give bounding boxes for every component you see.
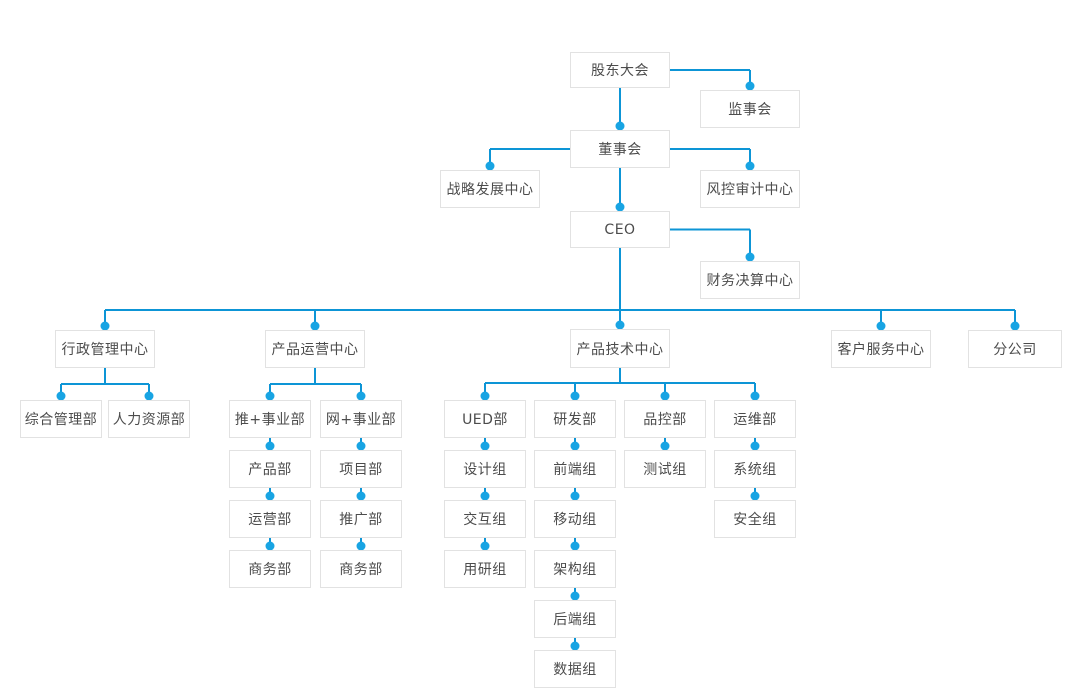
org-node-shareholders-meeting: 股东大会 — [570, 52, 670, 88]
org-node-ops-dept: 运维部 — [714, 400, 796, 438]
org-node-qc-dept: 品控部 — [624, 400, 706, 438]
org-node-board-of-directors: 董事会 — [570, 130, 670, 168]
org-node-branch-company: 分公司 — [968, 330, 1062, 368]
org-node-general-admin-dept: 综合管理部 — [20, 400, 102, 438]
org-node-customer-service-center: 客户服务中心 — [831, 330, 931, 368]
org-node-ceo: CEO — [570, 211, 670, 248]
org-node-data-group: 数据组 — [534, 650, 616, 688]
org-node-backend-group: 后端组 — [534, 600, 616, 638]
org-node-risk-audit-center: 风控审计中心 — [700, 170, 800, 208]
org-node-product-dept: 产品部 — [229, 450, 311, 488]
org-node-wang-division: 网+事业部 — [320, 400, 402, 438]
org-node-user-research-group: 用研组 — [444, 550, 526, 588]
org-node-business-dept-tui: 商务部 — [229, 550, 311, 588]
org-node-system-group: 系统组 — [714, 450, 796, 488]
org-node-project-dept: 项目部 — [320, 450, 402, 488]
org-node-product-ops-center: 产品运营中心 — [265, 330, 365, 368]
org-node-product-tech-center: 产品技术中心 — [570, 329, 670, 368]
org-node-business-dept-wang: 商务部 — [320, 550, 402, 588]
org-node-strategy-center: 战略发展中心 — [440, 170, 540, 208]
org-node-interaction-group: 交互组 — [444, 500, 526, 538]
org-node-operations-dept: 运营部 — [229, 500, 311, 538]
org-node-hr-dept: 人力资源部 — [108, 400, 190, 438]
org-node-supervisory-board: 监事会 — [700, 90, 800, 128]
org-node-ued-dept: UED部 — [444, 400, 526, 438]
org-node-design-group: 设计组 — [444, 450, 526, 488]
org-node-admin-center: 行政管理中心 — [55, 330, 155, 368]
org-node-mobile-group: 移动组 — [534, 500, 616, 538]
org-node-frontend-group: 前端组 — [534, 450, 616, 488]
org-node-test-group: 测试组 — [624, 450, 706, 488]
org-node-finance-center: 财务决算中心 — [700, 261, 800, 299]
org-node-promotion-dept: 推广部 — [320, 500, 402, 538]
org-node-rd-dept: 研发部 — [534, 400, 616, 438]
org-node-tui-division: 推+事业部 — [229, 400, 311, 438]
org-node-architecture-group: 架构组 — [534, 550, 616, 588]
org-node-security-group: 安全组 — [714, 500, 796, 538]
